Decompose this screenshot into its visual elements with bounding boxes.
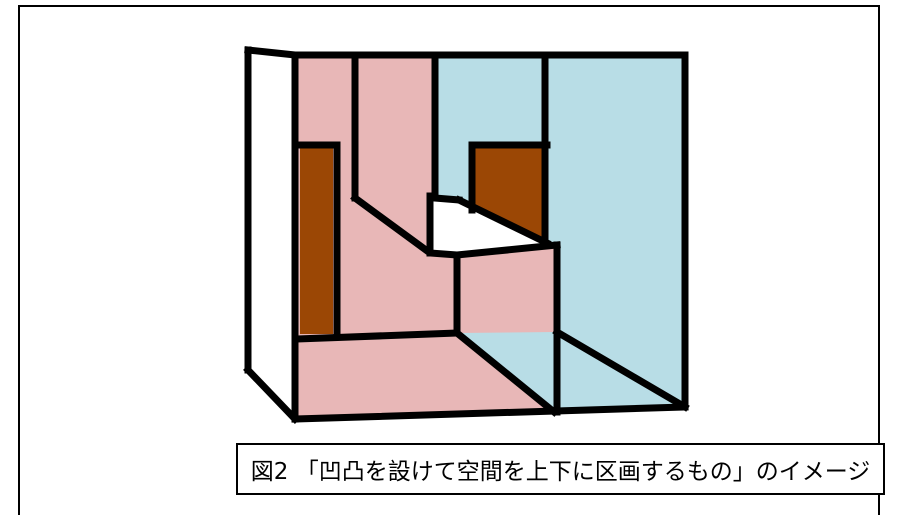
figure-caption: 図2 「凹凸を設けて空間を上下に区画するもの」のイメージ — [250, 459, 871, 485]
left-brown-opening — [300, 148, 333, 334]
step-upper-back — [431, 194, 463, 204]
right-opening-frame — [468, 141, 551, 214]
blue-floor — [457, 332, 685, 412]
caption-box: 図2 「凹凸を設けて空間を上下に区画するもの」のイメージ — [236, 443, 885, 495]
floor-diagonal-pink — [452, 328, 559, 417]
step-diagonal — [350, 193, 561, 259]
floor-back-edge — [293, 329, 461, 343]
left-bottom-edge — [243, 365, 300, 424]
outer-top-edge — [244, 46, 689, 59]
left-opening-frame — [293, 141, 341, 341]
floor-diagonal-blue — [552, 327, 690, 412]
room-bottom-edge — [291, 403, 689, 423]
pink-floor — [297, 333, 554, 418]
diagram-outlines — [243, 46, 690, 424]
pink-back-wall — [295, 55, 557, 419]
right-brown-opening — [475, 145, 543, 240]
